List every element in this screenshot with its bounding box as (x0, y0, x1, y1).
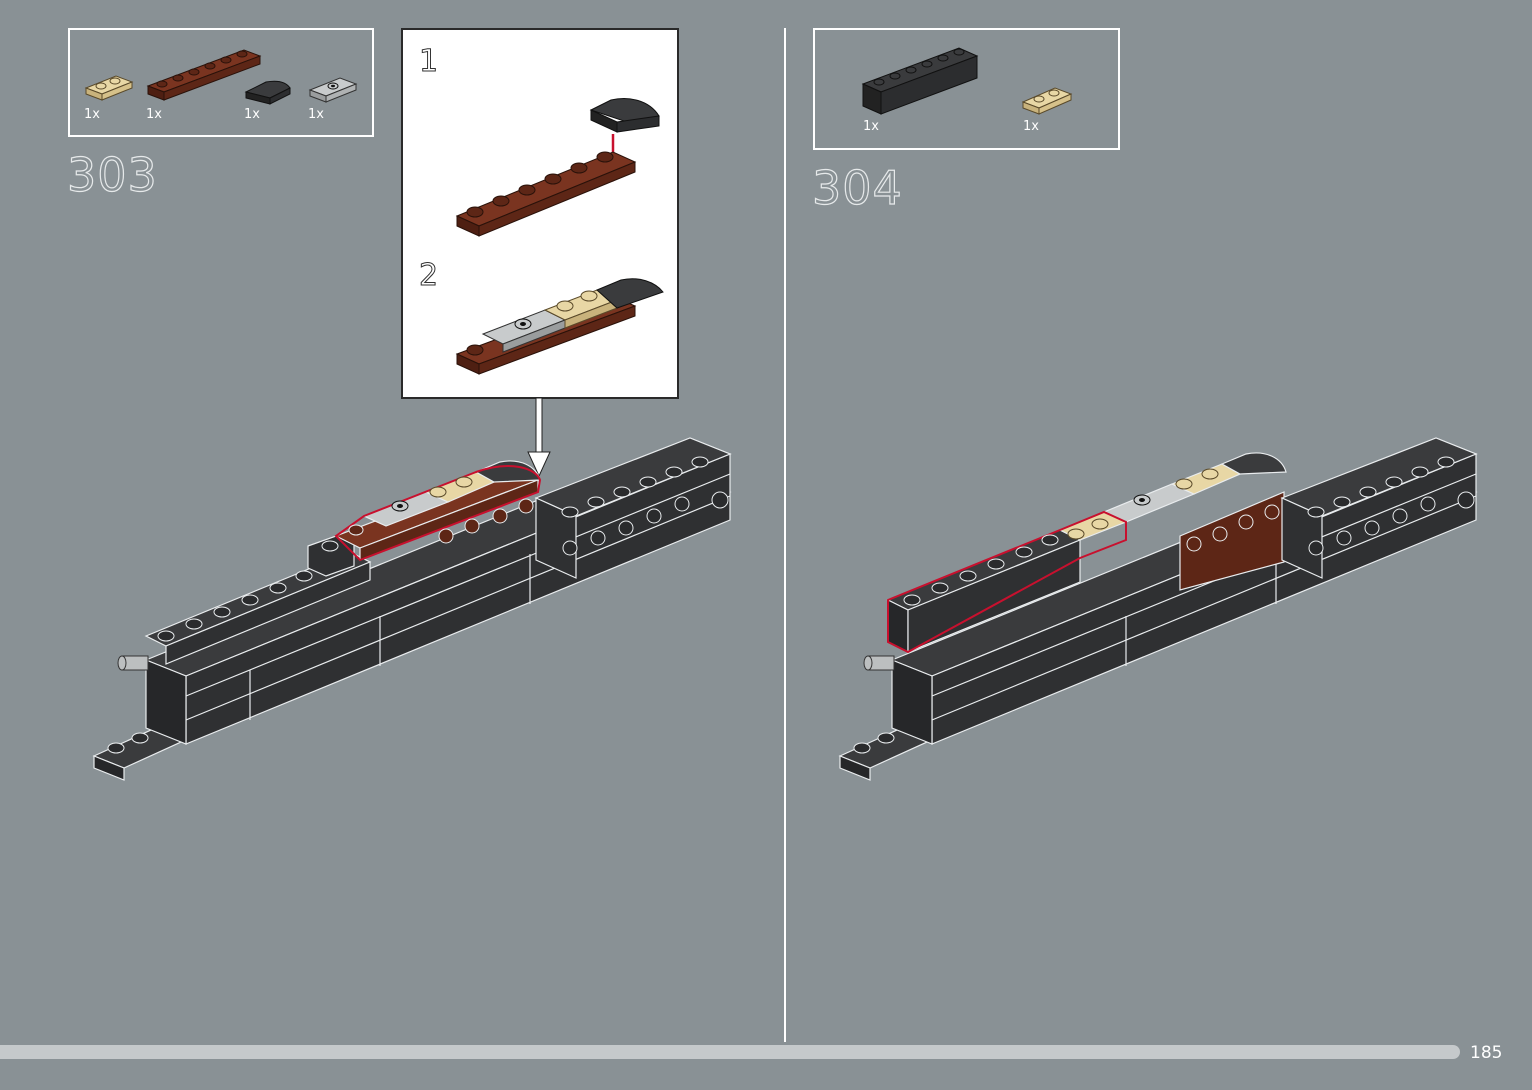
assembly-illustration-substep-1 (453, 66, 673, 241)
parts-box-304: 1x 1x (813, 28, 1120, 150)
sub-assembly-callout: 1 2 (401, 28, 679, 399)
part-icon-tan-plate (1021, 84, 1073, 116)
step-number-303: 303 (67, 148, 158, 202)
part-icon-jumper-plate (308, 74, 358, 104)
progress-bar (0, 1045, 1460, 1059)
model-illustration-304 (836, 440, 1486, 785)
model-illustration-303 (90, 440, 740, 785)
part-qty: 1x (308, 107, 324, 122)
part-qty: 1x (1023, 119, 1039, 134)
part-qty: 1x (146, 107, 162, 122)
part-icon-tan-plate (84, 72, 134, 102)
assembly-illustration-substep-2 (453, 276, 673, 386)
substep-2-label: 2 (419, 258, 438, 293)
part-icon-curved-slope (244, 78, 294, 106)
page-number: 185 (1470, 1043, 1502, 1063)
page-divider (784, 28, 786, 1042)
part-qty: 1x (863, 119, 879, 134)
part-qty: 1x (244, 107, 260, 122)
part-qty: 1x (84, 107, 100, 122)
step-number-304: 304 (812, 161, 903, 215)
part-icon-black-brick (861, 44, 981, 120)
substep-1-label: 1 (419, 44, 438, 79)
parts-box-303: 1x 1x 1x 1x (68, 28, 374, 137)
